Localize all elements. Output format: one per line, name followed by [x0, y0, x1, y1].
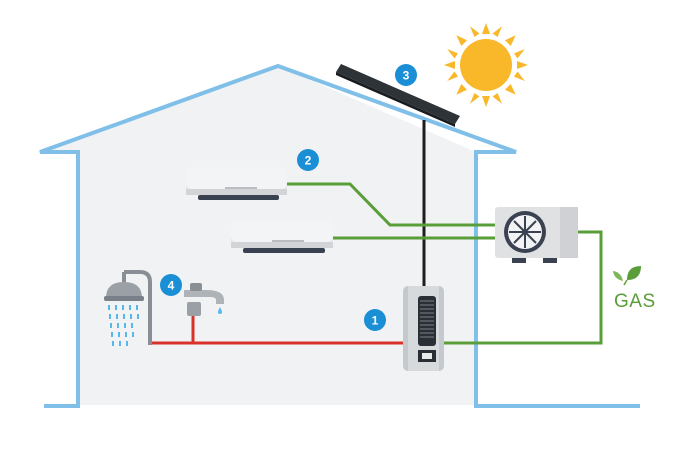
air-conditioner-icon: [186, 167, 287, 200]
house-outline: [39, 63, 640, 408]
svg-text:4: 4: [168, 279, 175, 293]
hot-water-line: [150, 315, 407, 345]
badge-solar-panel: 3: [395, 64, 417, 86]
shower-icon: [104, 270, 152, 346]
water-heater-icon: [403, 286, 444, 371]
svg-text:2: 2: [305, 154, 312, 168]
svg-text:1: 1: [372, 314, 379, 328]
air-conditioner-icon: [231, 220, 333, 253]
leaf-icon: [613, 266, 641, 286]
gas-lines: [287, 182, 603, 345]
gas-label: GAS: [614, 291, 656, 312]
badge-air-conditioner: 2: [297, 149, 319, 171]
heat-pump-icon: [495, 207, 578, 263]
faucet-icon: [184, 283, 224, 316]
sun-icon: [444, 23, 528, 107]
badge-shower-tap: 4: [160, 274, 182, 296]
svg-text:3: 3: [403, 69, 410, 83]
badge-water-heater: 1: [364, 309, 386, 331]
solar-panel-icon: [336, 64, 460, 127]
